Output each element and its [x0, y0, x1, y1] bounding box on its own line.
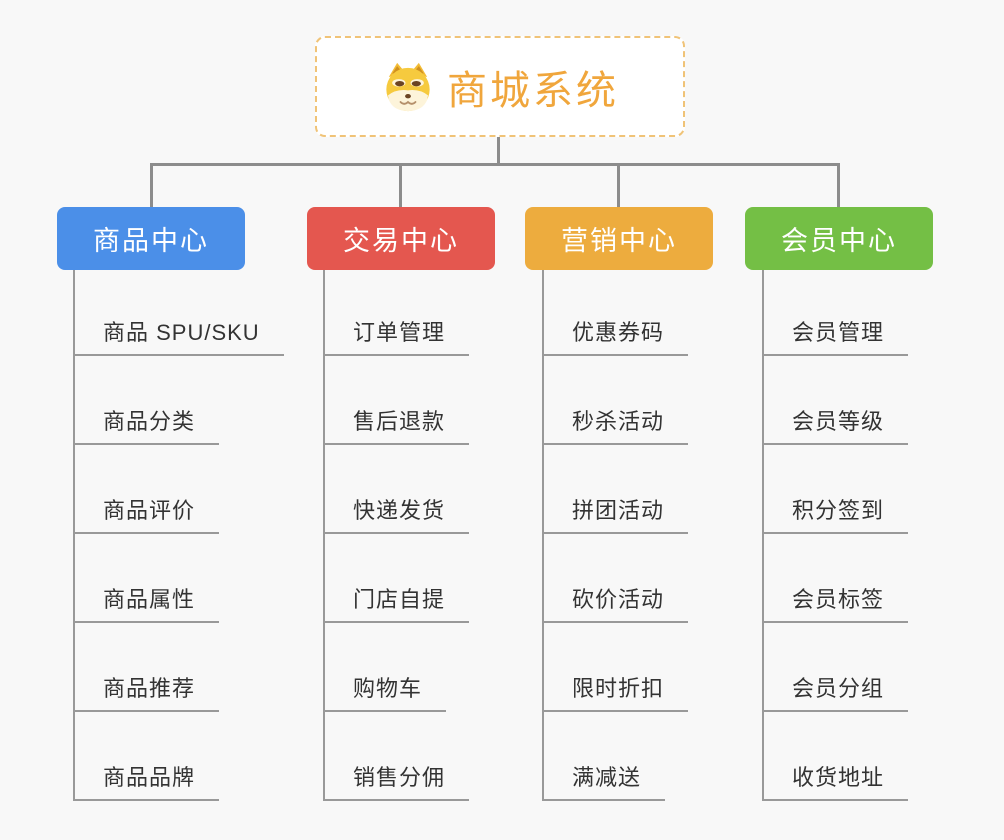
child-item[interactable]: 拼团活动 — [542, 499, 689, 534]
branch-trunk-line-2 — [323, 270, 325, 801]
child-item[interactable]: 会员分组 — [762, 677, 909, 712]
branch-node-member-center[interactable]: 会员中心 — [745, 207, 933, 270]
root-title: 商城系统 — [447, 68, 619, 113]
shiba-dog-icon — [381, 62, 435, 112]
child-item[interactable]: 会员管理 — [762, 321, 909, 356]
child-item[interactable]: 限时折扣 — [542, 677, 689, 712]
child-item[interactable]: 积分签到 — [762, 499, 909, 534]
child-item[interactable]: 商品推荐 — [73, 677, 220, 712]
child-item[interactable]: 优惠券码 — [542, 321, 689, 356]
root-node[interactable]: 商城系统 — [315, 36, 685, 137]
child-item[interactable]: 商品分类 — [73, 410, 220, 445]
connector-drop-4 — [837, 165, 840, 207]
connector-root-stem — [497, 137, 500, 164]
child-item[interactable]: 门店自提 — [323, 588, 470, 623]
child-item[interactable]: 订单管理 — [323, 321, 470, 356]
child-item[interactable]: 会员等级 — [762, 410, 909, 445]
branch-node-product-center[interactable]: 商品中心 — [57, 207, 245, 270]
branch-trunk-line-4 — [762, 270, 764, 801]
child-item[interactable]: 满减送 — [542, 766, 666, 801]
child-item[interactable]: 商品属性 — [73, 588, 220, 623]
connector-drop-2 — [399, 165, 402, 207]
connector-drop-3 — [617, 165, 620, 207]
child-item[interactable]: 销售分佣 — [323, 766, 470, 801]
child-item[interactable]: 售后退款 — [323, 410, 470, 445]
child-item[interactable]: 商品 SPU/SKU — [73, 321, 284, 356]
branch-trunk-line-1 — [73, 270, 75, 801]
branch-node-trade-center[interactable]: 交易中心 — [307, 207, 495, 270]
branch-trunk-line-3 — [542, 270, 544, 801]
child-item[interactable]: 购物车 — [323, 677, 447, 712]
child-item[interactable]: 会员标签 — [762, 588, 909, 623]
connector-drop-1 — [150, 165, 153, 207]
child-item[interactable]: 秒杀活动 — [542, 410, 689, 445]
child-item[interactable]: 商品品牌 — [73, 766, 220, 801]
child-item[interactable]: 收货地址 — [762, 766, 909, 801]
branch-node-marketing-center[interactable]: 营销中心 — [525, 207, 713, 270]
child-item[interactable]: 商品评价 — [73, 499, 220, 534]
child-item[interactable]: 快递发货 — [323, 499, 470, 534]
connector-horizontal-bar — [150, 163, 840, 166]
child-item[interactable]: 砍价活动 — [542, 588, 689, 623]
